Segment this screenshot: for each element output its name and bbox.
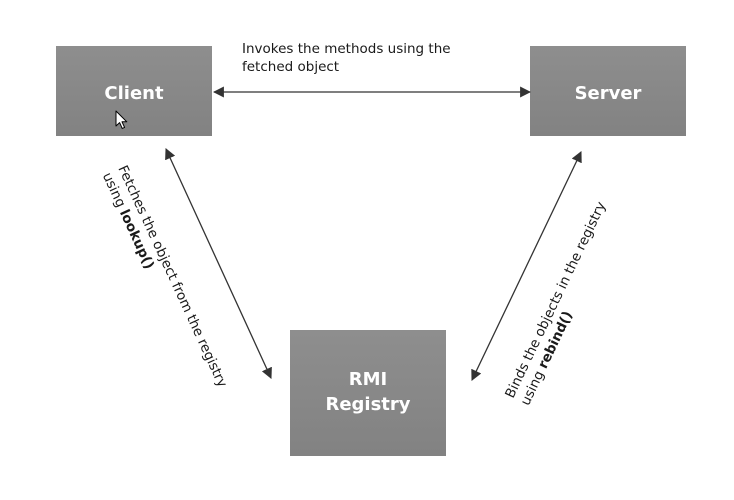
rmi-registry-label-line1: RMI	[349, 369, 387, 390]
rmi-registry-label-line2: Registry	[325, 394, 410, 415]
client-server-caption-line2: fetched object	[242, 59, 339, 75]
client-node: Client	[56, 46, 212, 136]
client-box	[56, 46, 212, 136]
client-server-caption-line1: Invokes the methods using the	[242, 41, 451, 57]
server-registry-caption: Binds the objects in the registry using …	[502, 199, 609, 408]
client-registry-caption: Fetches the object from the registry usi…	[99, 163, 230, 390]
rmi-registry-box	[290, 330, 446, 456]
server-box	[530, 46, 686, 136]
client-registry-caption-line1: Fetches the object from the registry	[114, 163, 230, 390]
server-registry-arrow	[471, 151, 582, 381]
client-label: Client	[104, 83, 164, 104]
client-registry-arrow	[165, 148, 272, 379]
server-node: Server	[530, 46, 686, 136]
server-label: Server	[575, 83, 642, 104]
mouse-cursor-icon	[115, 110, 128, 129]
server-registry-caption-line1: Binds the objects in the registry	[502, 199, 609, 401]
rmi-registry-node: RMI Registry	[290, 330, 446, 456]
